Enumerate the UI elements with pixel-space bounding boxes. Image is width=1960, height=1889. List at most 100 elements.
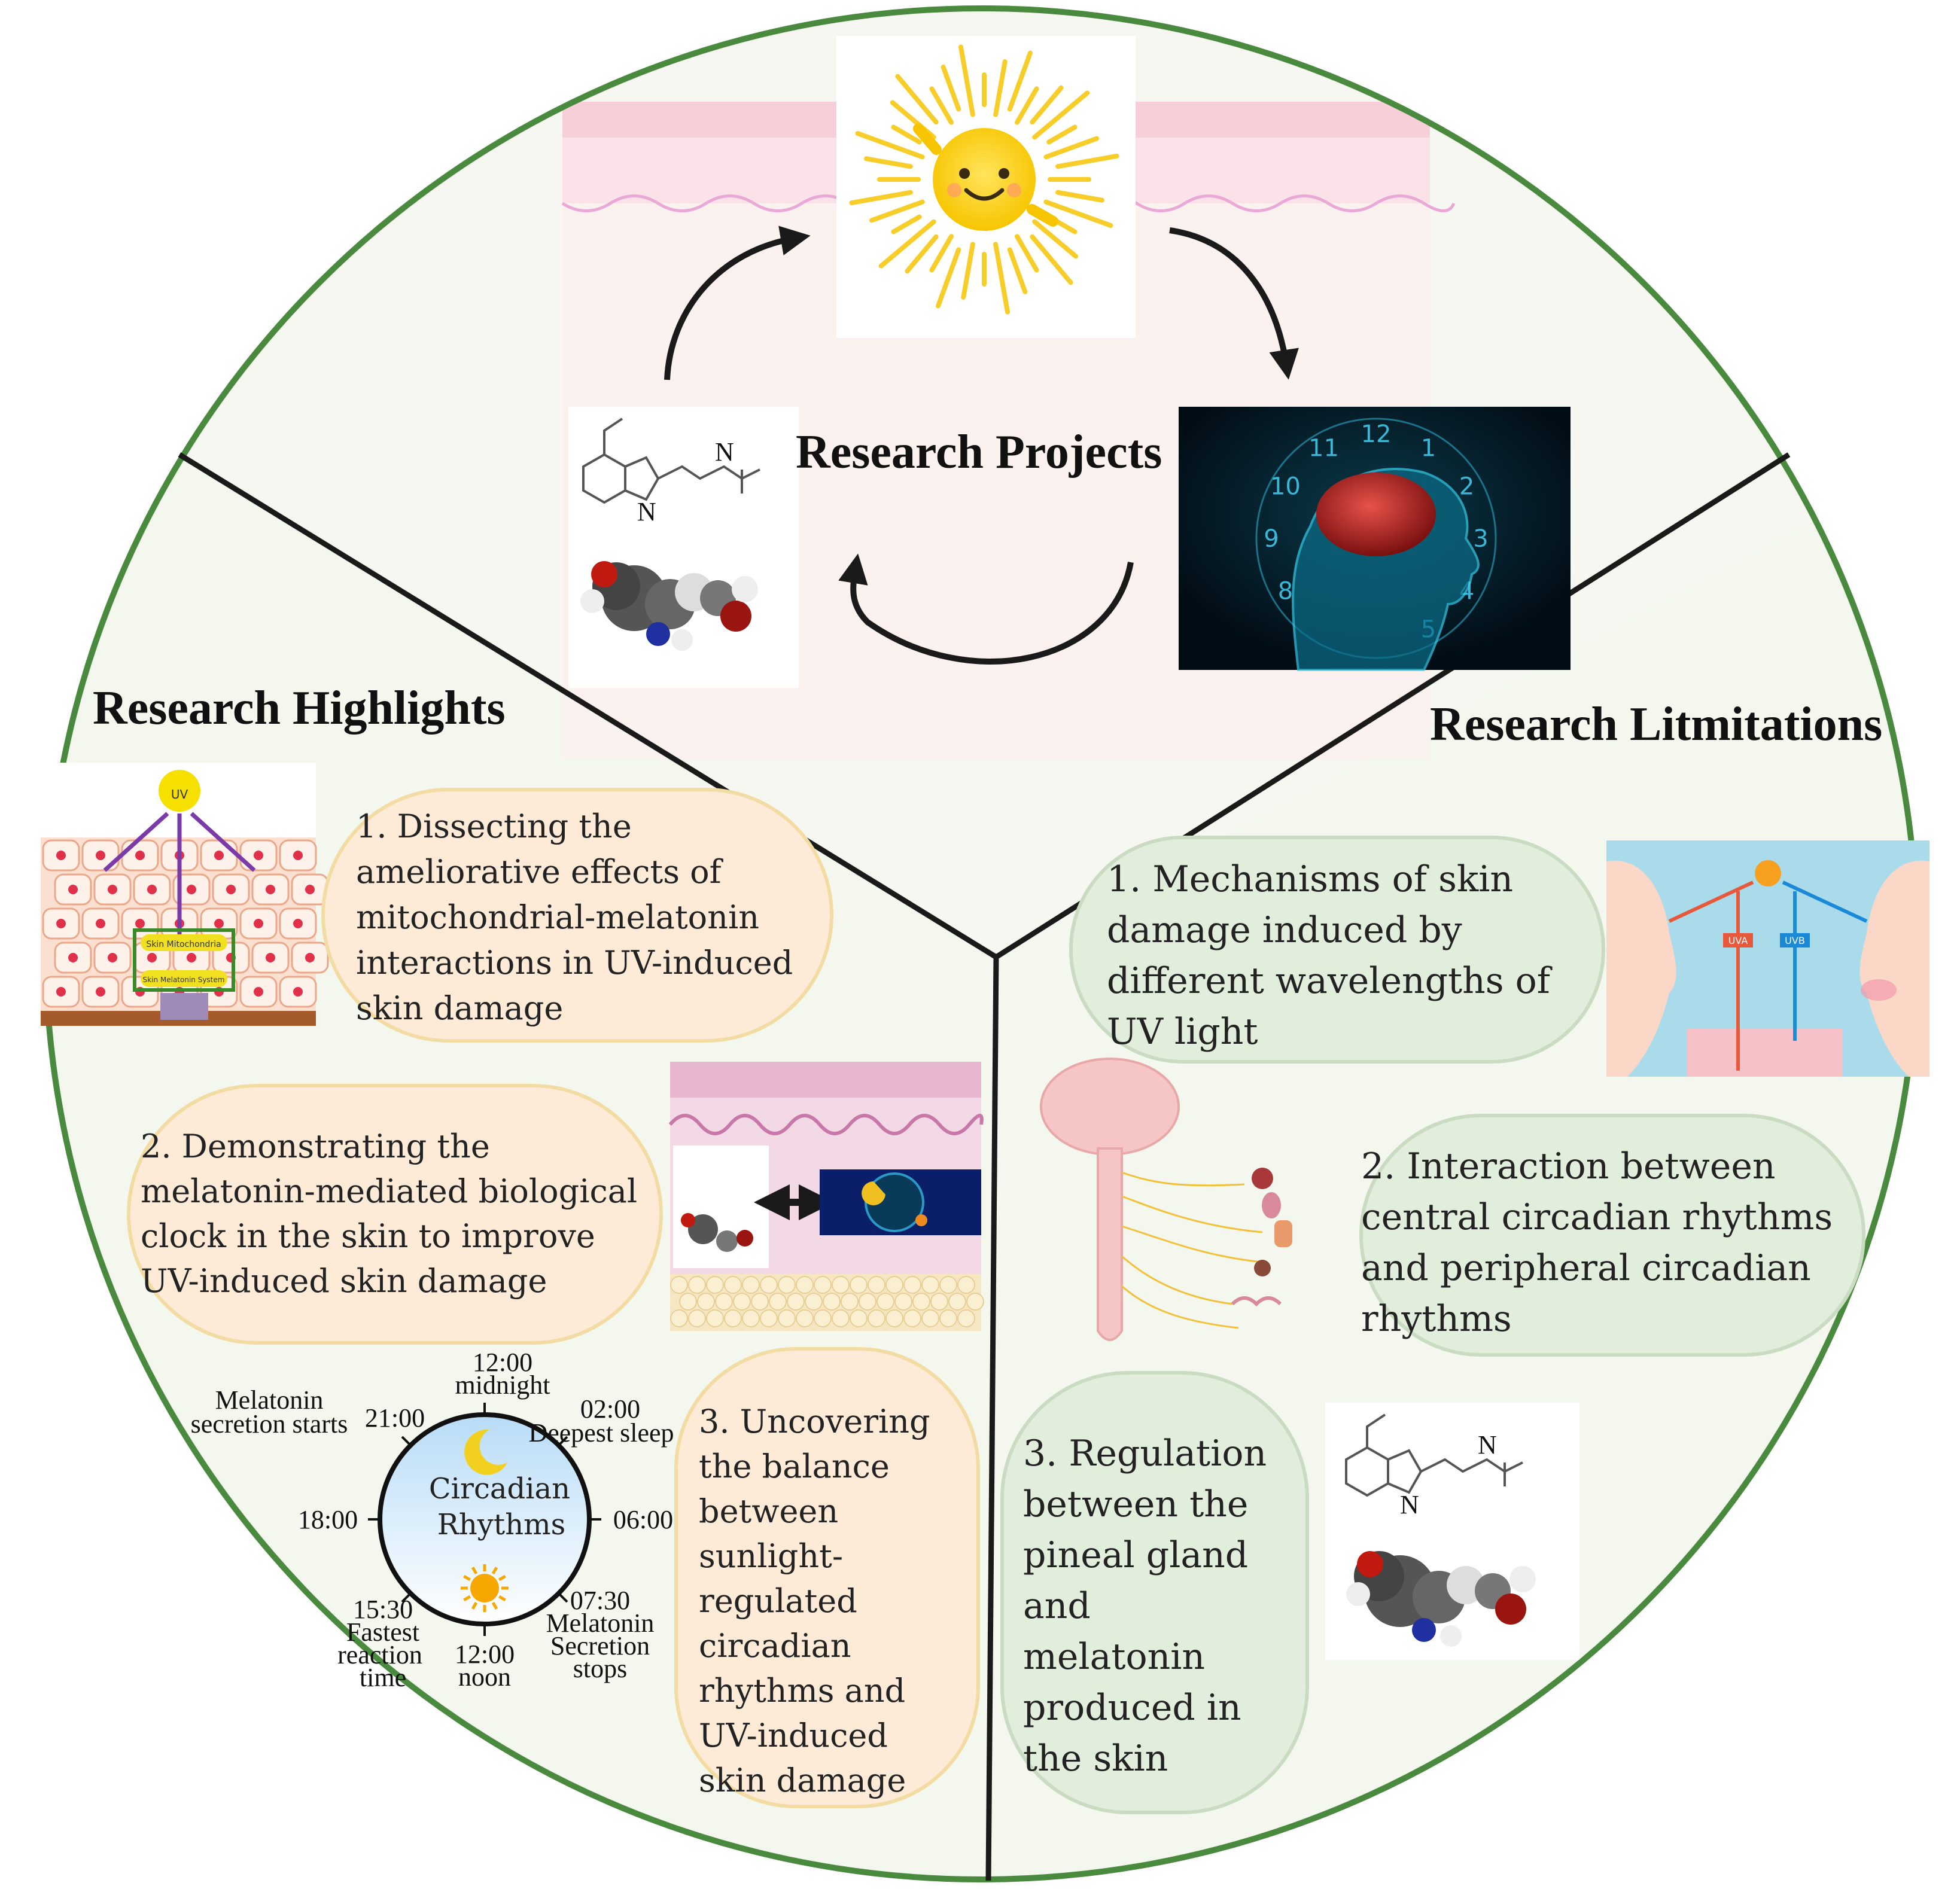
fat-cell: [850, 1276, 868, 1294]
fat-cell: [706, 1276, 724, 1294]
fat-cell: [832, 1276, 850, 1294]
fat-cell: [805, 1293, 823, 1311]
cell-nucleus: [305, 953, 315, 962]
sun-ray: [993, 242, 1011, 315]
cell-nucleus: [226, 885, 236, 894]
svg-text:Deepest sleep: Deepest sleep: [528, 1418, 674, 1448]
cell-nucleus: [187, 953, 196, 962]
cell-nucleus: [68, 953, 78, 962]
fat-cell: [760, 1276, 778, 1294]
dial-number: 3: [1473, 525, 1488, 553]
research-limitations-title: Research Litmitations: [1430, 698, 1882, 751]
sun-ray: [1032, 219, 1079, 259]
fat-cell: [912, 1293, 930, 1311]
cell-nucleus: [56, 851, 66, 860]
svg-text:Melatonin: Melatonin: [215, 1385, 324, 1415]
fat-cell: [688, 1309, 706, 1327]
fat-cell: [921, 1309, 939, 1327]
cell-nucleus: [56, 919, 66, 928]
dial-number: 8: [1278, 578, 1293, 605]
svg-text:N: N: [1478, 1430, 1497, 1460]
fat-cell: [859, 1293, 876, 1311]
sun-ray: [471, 1601, 478, 1610]
cell-nucleus: [254, 987, 263, 997]
cell-nucleus: [96, 851, 105, 860]
sun-ray: [929, 234, 954, 273]
svg-text:06:00: 06:00: [613, 1505, 673, 1534]
research-highlights-title: Research Highlights: [93, 682, 506, 735]
cell-nucleus: [214, 851, 224, 860]
uv-sun-icon: [159, 770, 200, 812]
cycle-arrows: [664, 226, 1299, 665]
fat-cell: [939, 1309, 957, 1327]
svg-text:UVA: UVA: [1728, 935, 1748, 946]
cell-nucleus: [108, 885, 117, 894]
svg-text:Melatonin: Melatonin: [546, 1608, 655, 1638]
fat-cell: [957, 1309, 975, 1327]
sun-ray: [891, 124, 922, 145]
fat-cell: [948, 1293, 966, 1311]
svg-text:Skin Melatonin System: Skin Melatonin System: [143, 976, 225, 984]
brain-icon: [1040, 1058, 1180, 1156]
svg-text:stops: stops: [573, 1654, 627, 1683]
fat-cell: [930, 1293, 948, 1311]
svg-text:UV: UV: [171, 787, 188, 802]
fat-cell: [823, 1293, 841, 1311]
svg-text:midnight: midnight: [455, 1370, 550, 1400]
svg-text:12:00: 12:00: [473, 1348, 532, 1377]
limitation-item-1: 1. Mechanisms of skin damage induced by …: [1069, 836, 1605, 1064]
sun-ray: [869, 199, 925, 223]
cell-nucleus: [108, 953, 117, 962]
fat-cell: [894, 1293, 912, 1311]
fat-cell: [841, 1293, 859, 1311]
svg-text:N: N: [1400, 1490, 1419, 1519]
research-projects-title: Research Projects: [796, 426, 1162, 479]
sun-ray: [471, 1567, 478, 1575]
fat-cell: [868, 1276, 885, 1294]
fat-cell: [796, 1309, 814, 1327]
nervous-system-illustration: [1040, 1058, 1292, 1341]
cell-nucleus: [187, 885, 196, 894]
sun-ray: [1007, 247, 1028, 294]
cell-nucleus: [56, 987, 66, 997]
fat-cell: [957, 1276, 975, 1294]
fat-cell: [850, 1309, 868, 1327]
fat-cell: [751, 1293, 769, 1311]
melatonin-molecule-image-2: N N: [1325, 1403, 1579, 1660]
cell-nucleus: [147, 885, 157, 894]
sun-illustration: [836, 36, 1136, 338]
fat-cell: [814, 1276, 832, 1294]
sun-ray: [1043, 136, 1099, 160]
svg-text:15:30: 15:30: [353, 1595, 413, 1624]
uv-sun-icon: [1755, 860, 1781, 886]
limitation-1-text: 1. Mechanisms of skin damage induced by …: [1107, 858, 1560, 1053]
fat-cell: [697, 1293, 715, 1311]
svg-text:18:00: 18:00: [298, 1505, 358, 1534]
fat-cell: [742, 1276, 760, 1294]
svg-text:12:00: 12:00: [455, 1640, 515, 1669]
svg-text:Circadian: Circadian: [429, 1472, 570, 1506]
svg-text:Rhythms: Rhythms: [437, 1508, 566, 1541]
fat-cell: [760, 1309, 778, 1327]
fat-cell: [787, 1293, 805, 1311]
svg-text:Secretion: Secretion: [550, 1631, 650, 1661]
limitation-item-3: 3. Regulation between the pineal gland a…: [1000, 1371, 1309, 1814]
cell-nucleus: [96, 987, 105, 997]
cell-nucleus: [96, 919, 105, 928]
cell-nucleus: [68, 885, 78, 894]
sun-ray: [498, 1595, 506, 1602]
fat-cell: [778, 1276, 796, 1294]
cell-nucleus: [293, 987, 303, 997]
sun-ray: [993, 59, 1008, 117]
sun-ray: [936, 247, 961, 309]
sun-ray: [1030, 234, 1073, 285]
fat-cell: [769, 1293, 787, 1311]
fat-cell: [814, 1309, 832, 1327]
sun-ray: [1030, 85, 1064, 125]
space-fill-molecule-icon: [580, 561, 758, 651]
dial-number: 11: [1308, 434, 1339, 462]
highlight-1-text: 1. Dissecting the ameliorative effects o…: [356, 808, 803, 1027]
cell-nucleus: [135, 919, 145, 928]
sun-ray: [491, 1567, 498, 1575]
